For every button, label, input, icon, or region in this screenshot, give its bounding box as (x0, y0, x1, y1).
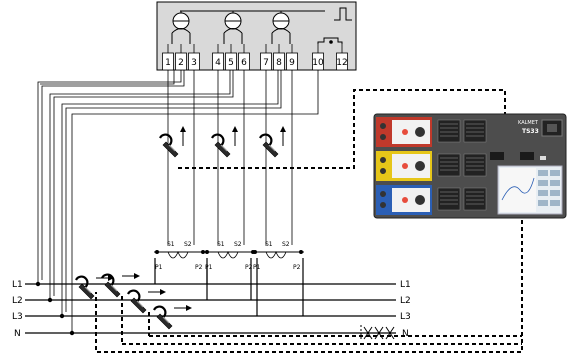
line-label-left-l2: L2 (12, 296, 23, 306)
clamp-probe-l2 (101, 273, 140, 298)
line-label-right-n: N (402, 329, 409, 339)
ct-label-p2: P2 (293, 264, 301, 271)
ct-label-p1: P1 (155, 264, 163, 271)
ct-label-s1: S1 (265, 241, 273, 248)
clamp-probe-l3 (127, 289, 166, 314)
terminal-label: 8 (276, 58, 282, 68)
clamp-probe-n (153, 305, 192, 330)
line-label-left-l1: L1 (12, 280, 23, 290)
terminal-label: 7 (263, 58, 269, 68)
meter-terminal-12: 12 (336, 44, 348, 71)
clamp-probe-upper-3 (259, 126, 286, 158)
ct-label-s2: S2 (282, 241, 290, 248)
clamp-probe-upper-2 (211, 126, 238, 158)
square-pulse-icon (334, 7, 352, 21)
terminal-label: 3 (191, 58, 197, 68)
terminal-label: 5 (228, 58, 234, 68)
terminal-label: 12 (336, 58, 347, 68)
meter-element-3 (271, 11, 291, 44)
pulse-output-loop (317, 37, 343, 44)
device-model: TS33 (522, 128, 539, 135)
terminal-label: 6 (241, 58, 247, 68)
line-label-left-l3: L3 (12, 312, 23, 322)
line-label-right-l2: L2 (400, 296, 411, 306)
terminal-label: 10 (312, 58, 324, 68)
terminal-label: 1 (165, 58, 171, 68)
device-brand: KALMET (518, 120, 539, 126)
supply-lines (25, 283, 396, 334)
ct-label-s1: S1 (217, 241, 225, 248)
meter-terminal-5: 5 (225, 44, 237, 71)
clamp-probe-l1 (75, 275, 114, 300)
junction-dots (35, 281, 75, 336)
meter-element-1 (171, 11, 191, 44)
ct-label-p2: P2 (245, 264, 253, 271)
vent-grilles (437, 119, 487, 211)
meter-element-2 (223, 11, 243, 44)
terminal-label: 9 (289, 58, 295, 68)
ct-primary-wires (154, 258, 304, 316)
terminal-label: 2 (178, 58, 184, 68)
ct-label-p1: P1 (205, 264, 213, 271)
line-label-right-l3: L3 (400, 312, 411, 322)
ct-label-s2: S2 (234, 241, 242, 248)
meter-terminal-8: 8 (273, 44, 285, 71)
ct-label-p2: P2 (195, 264, 203, 271)
voltage-wires (37, 70, 319, 333)
dashed-cables (95, 89, 523, 353)
terminal-label: 4 (215, 58, 221, 68)
clamp-probe-upper-1 (159, 126, 186, 158)
current-wires (167, 70, 293, 245)
line-label-right-l1: L1 (400, 280, 411, 290)
test-device: KALMET TS33 (373, 113, 567, 219)
ct-label-s1: S1 (167, 241, 175, 248)
ct-label-s2: S2 (184, 241, 192, 248)
line-label-left-n: N (14, 329, 21, 339)
